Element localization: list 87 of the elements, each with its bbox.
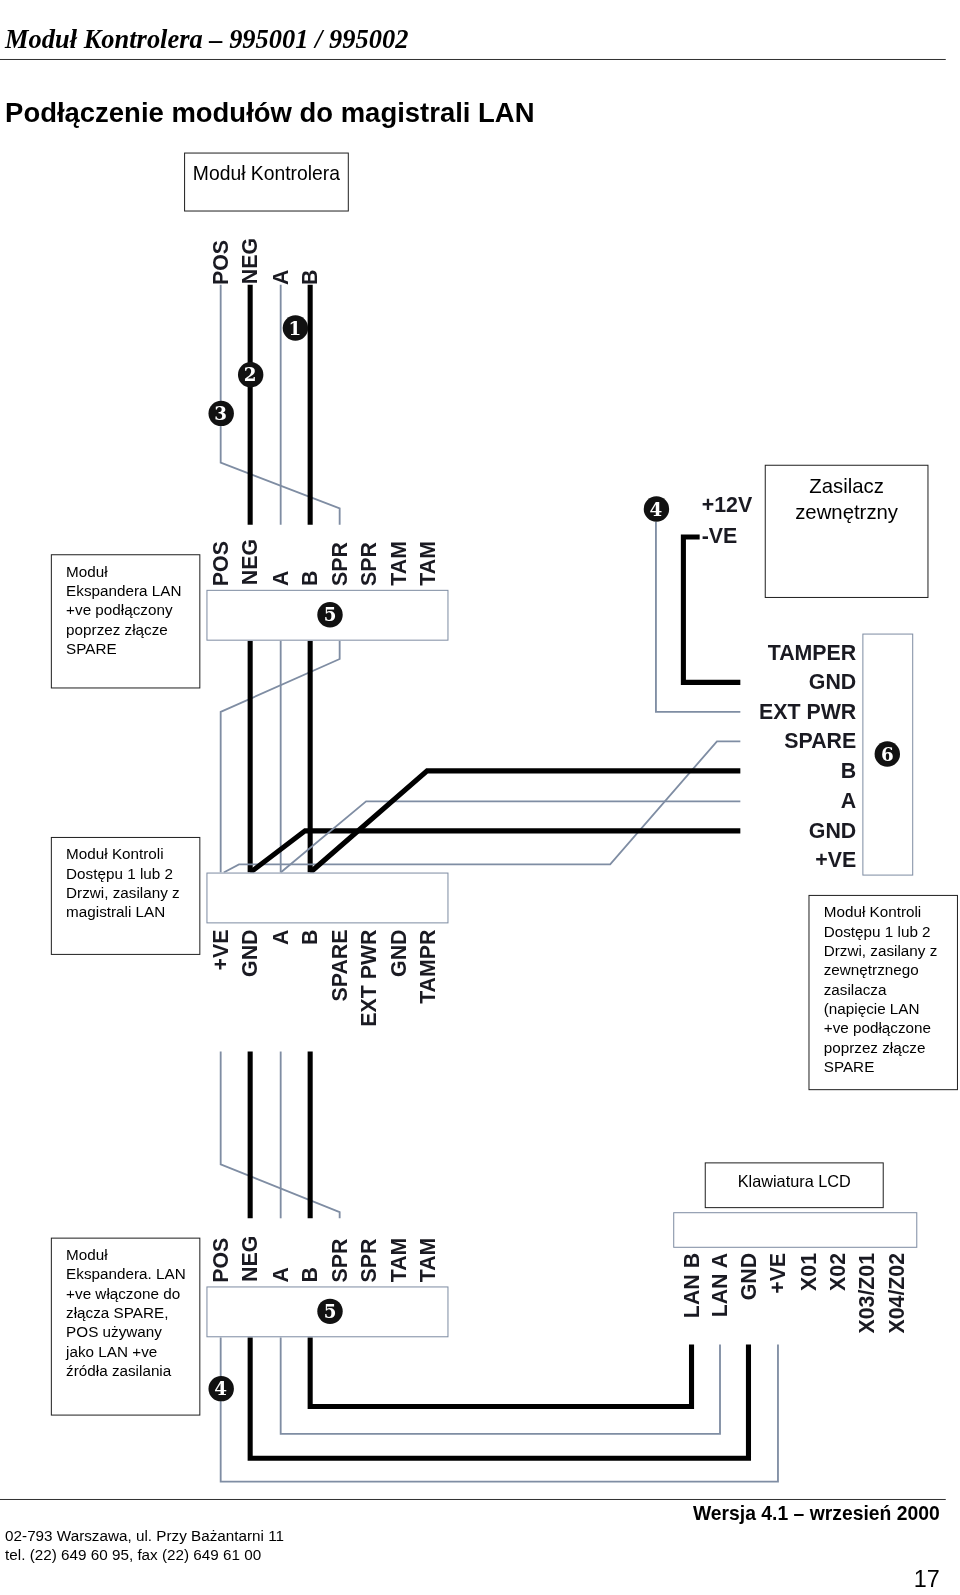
module-box: Zasilacz zewnętrzny xyxy=(764,464,929,598)
callout-number: 6 xyxy=(874,741,900,767)
terminal-label: +VE xyxy=(766,1252,790,1294)
callout-number: 2 xyxy=(237,361,263,387)
terminal-label: POS xyxy=(209,540,232,586)
address-text: 02-793 Warszawa, ul. Przy Bażantarni 11 xyxy=(5,1526,285,1544)
terminal-label: SPR xyxy=(328,1238,351,1283)
wire xyxy=(307,640,313,873)
terminal-label: B xyxy=(840,759,857,783)
callout-number: 5 xyxy=(317,602,343,628)
terminal-label: GND xyxy=(737,1252,760,1301)
page-title: Podłączenie modułów do magistrali LAN xyxy=(5,97,535,130)
terminal-label: TAM xyxy=(416,541,440,586)
description-box: Moduł Kontroli Dostępu 1 lub 2 Drzwi, zasilany z zewnętrznego zasilacza (napięcie LAN +ve podłączone poprzez złącze SPARE xyxy=(808,894,958,1091)
module-box: Klawiatura LCD xyxy=(704,1162,884,1209)
terminal-label: GND xyxy=(387,929,410,977)
terminal-label: TAMPR xyxy=(416,929,440,1004)
callout-number: 5 xyxy=(317,1298,343,1325)
module-box: Moduł Kontrolera xyxy=(184,152,349,212)
wire xyxy=(680,534,741,685)
page-header: Moduł Kontrolera – 995001 / 995002 xyxy=(5,24,409,55)
terminal-label: SPR xyxy=(357,541,381,586)
wire xyxy=(279,639,282,874)
wire xyxy=(219,1336,779,1483)
terminal-label: B xyxy=(299,269,322,285)
terminal-label: X01 xyxy=(797,1252,820,1291)
wire xyxy=(279,1050,282,1220)
description-box: Moduł Ekspandera LAN +ve podłączony poprzez złącze SPARE xyxy=(50,554,201,689)
terminal-label: EXT PWR xyxy=(357,929,381,1027)
contact-text: tel. (22) 649 60 95, fax (22) 649 61 00 xyxy=(5,1545,262,1564)
terminal-label: +VE xyxy=(209,929,232,971)
terminal-label: A xyxy=(269,929,292,945)
terminal-label: NEG xyxy=(239,238,262,285)
terminal-label: EXT PWR xyxy=(759,700,857,724)
terminal-label: SPR xyxy=(328,541,351,586)
wire xyxy=(219,639,341,874)
terminal-label: POS xyxy=(209,1237,232,1283)
terminal-label: POS xyxy=(209,239,232,285)
wire xyxy=(655,520,742,713)
terminal-label: B xyxy=(299,570,322,586)
callout-number: 4 xyxy=(207,1375,234,1401)
terminal-label: TAM xyxy=(416,1237,440,1283)
terminal-label: A xyxy=(840,790,857,813)
wire xyxy=(307,284,313,525)
wire xyxy=(279,1336,721,1435)
wire xyxy=(219,283,341,526)
callout-number: 4 xyxy=(643,495,669,522)
wire xyxy=(279,800,742,874)
wire xyxy=(279,283,282,526)
terminal-label: NEG xyxy=(239,539,262,586)
terminal-label: GND xyxy=(808,819,857,843)
terminal-label: +12V xyxy=(701,493,753,516)
version-note: Wersja 4.1 – wrzesień 2000 xyxy=(692,1503,940,1526)
wire xyxy=(247,1337,751,1461)
terminal-label: SPR xyxy=(357,1238,381,1283)
terminal-label: NEG xyxy=(239,1236,262,1283)
terminal-label: LAN A xyxy=(708,1252,732,1318)
terminal-label: GND xyxy=(808,671,857,694)
description-box: Moduł Kontroli Dostępu 1 lub 2 Drzwi, zasilany z magistrali LAN xyxy=(50,836,201,955)
wire xyxy=(219,1050,341,1220)
terminal-label: X04/Z02 xyxy=(885,1252,909,1334)
callout-number: 1 xyxy=(282,314,308,341)
terminal-label: SPARE xyxy=(328,929,351,1002)
terminal-label: LAN B xyxy=(680,1252,703,1319)
terminal-label: B xyxy=(299,1266,322,1283)
terminal-label: A xyxy=(269,1266,292,1283)
terminal-label: GND xyxy=(239,929,262,977)
terminal-label: SPARE xyxy=(784,730,857,753)
wire xyxy=(247,1051,253,1219)
description-box: Moduł Ekspandera. LAN +ve włączone do złącza SPARE, POS używany jako LAN +ve źródła zasilania xyxy=(50,1237,201,1416)
terminal-label: X03/Z01 xyxy=(855,1252,878,1334)
wire xyxy=(307,1337,695,1409)
callout-number: 3 xyxy=(207,400,234,426)
terminal-label: A xyxy=(269,570,292,586)
terminal-label: TAM xyxy=(387,1237,410,1283)
terminal-label: TAMPER xyxy=(767,641,857,665)
wire xyxy=(247,640,253,873)
terminal-label: -VE xyxy=(701,524,738,548)
terminal-label: A xyxy=(269,269,292,285)
terminal-label: +VE xyxy=(815,849,857,872)
wire xyxy=(222,740,742,874)
terminal-label: X02 xyxy=(826,1252,850,1291)
terminal-label: TAM xyxy=(387,541,410,586)
wire xyxy=(307,1051,313,1219)
terminal-label: B xyxy=(299,929,322,945)
page-number: 17 xyxy=(913,1566,940,1594)
wire xyxy=(247,284,253,525)
